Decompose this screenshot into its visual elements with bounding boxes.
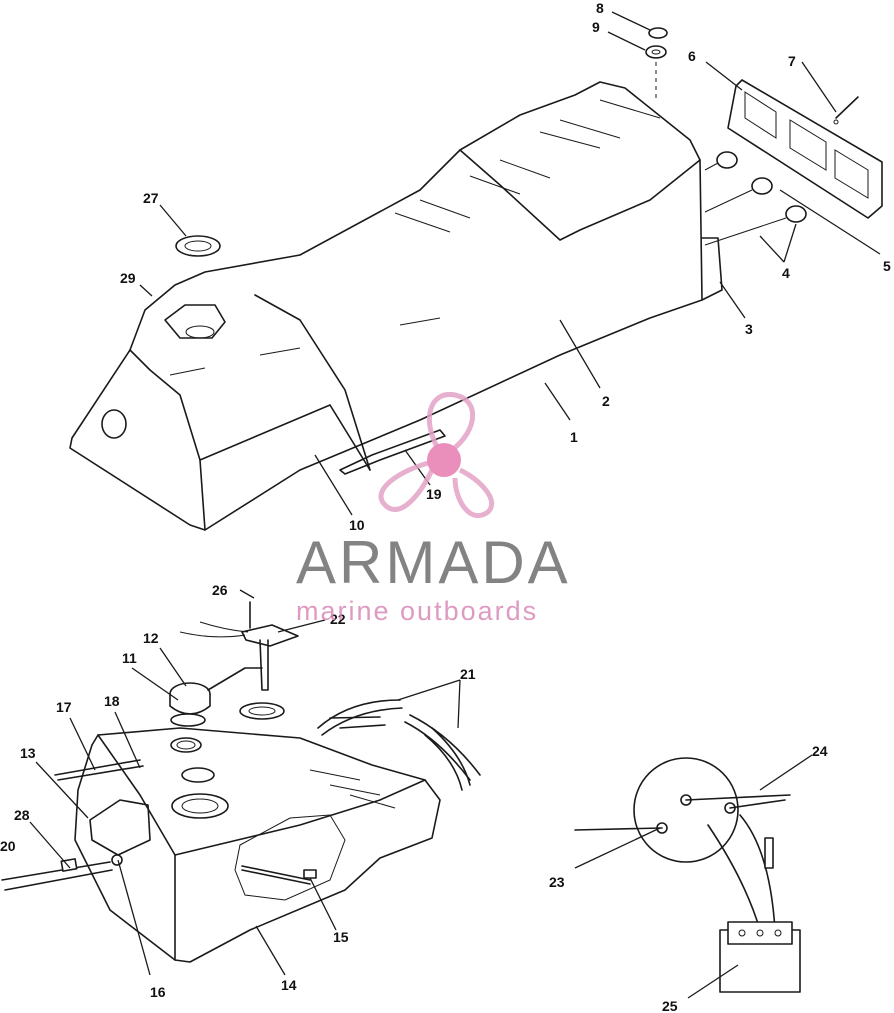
callout-7: 7 (788, 53, 796, 69)
fuel-tank-panel (234, 814, 346, 901)
callout-11: 11 (122, 650, 137, 666)
callout-28: 28 (14, 807, 30, 823)
callout-25: 25 (662, 998, 678, 1013)
fuel-lines (1, 759, 317, 891)
callout-12: 12 (143, 630, 159, 646)
armada-logo: ARMADA marine outboards (296, 392, 571, 626)
callout-4: 4 (782, 265, 790, 281)
seat-cap-recess (164, 304, 226, 339)
seat-strip-19 (339, 429, 446, 475)
seat-side-hole (101, 409, 127, 439)
seat-assembly (69, 81, 723, 531)
callout-19: 19 (426, 486, 442, 502)
leader-lines (29, 11, 881, 999)
callout-27: 27 (143, 190, 159, 206)
fuel-tank-14 (74, 727, 441, 963)
callout-3: 3 (745, 321, 753, 337)
callout-13: 13 (20, 745, 36, 761)
callout-8: 8 (596, 0, 604, 16)
callout-9: 9 (592, 19, 600, 35)
callout-16: 16 (150, 984, 166, 1000)
callout-29: 29 (120, 270, 136, 286)
callout-24: 24 (812, 743, 828, 759)
regulator-assembly (574, 757, 801, 993)
callout-1: 1 (570, 429, 578, 445)
washer-27 (175, 235, 221, 257)
tail-lamp-housing (727, 79, 883, 219)
callout-21: 21 (460, 666, 476, 682)
nut-8-washer-9 (645, 27, 668, 100)
seat-bracket-3 (701, 237, 723, 301)
fuel-tank-sender-plate (89, 799, 151, 856)
callout-10: 10 (349, 517, 365, 533)
callout-26: 26 (212, 582, 228, 598)
tank-straps-21 (317, 699, 481, 791)
callout-23: 23 (549, 874, 565, 890)
logo-tagline: marine outboards (296, 596, 538, 626)
callout-18: 18 (104, 693, 120, 709)
callout-22: 22 (330, 611, 346, 627)
callout-20: 20 (0, 838, 16, 854)
bulbs-4 (704, 151, 807, 246)
fuel-tank-filler-ring (171, 793, 229, 819)
propeller-icon (378, 392, 495, 518)
callout-17: 17 (56, 699, 72, 715)
callout-15: 15 (333, 929, 349, 945)
fuel-gauge-plate-22 (179, 601, 299, 691)
logo-brand: ARMADA (296, 529, 571, 596)
fuel-cap-assembly (169, 667, 285, 753)
callout-2: 2 (602, 393, 610, 409)
callout-5: 5 (883, 258, 891, 274)
callout-6: 6 (688, 48, 696, 64)
callout-14: 14 (281, 977, 297, 993)
